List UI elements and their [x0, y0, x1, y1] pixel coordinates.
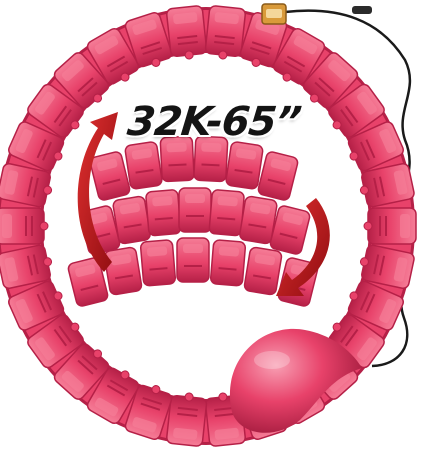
size-range-label: 32K-65” [125, 99, 303, 145]
row-segment [257, 151, 299, 201]
row-segment [89, 151, 131, 201]
hoop-segment [27, 314, 84, 369]
rotate-arrow-right-icon [276, 198, 330, 296]
hoop-segment [359, 244, 415, 290]
rotate-arrow-left-icon [77, 112, 118, 272]
hoop-segment [239, 12, 288, 68]
row-segment [145, 189, 182, 237]
row-segment [225, 141, 264, 190]
row-segment [176, 237, 210, 283]
hoop-segment [359, 162, 415, 208]
row-segment [124, 141, 163, 190]
hoop-segment [86, 367, 140, 425]
row-segment [243, 246, 283, 296]
stacked-segment-rows [67, 135, 319, 307]
row-segment [269, 205, 311, 255]
hoop-segment [166, 5, 208, 60]
row-segment [139, 239, 177, 287]
hoop-segment [204, 392, 246, 447]
hoop-segment [0, 162, 53, 208]
row-segment [178, 187, 212, 233]
row-segment [239, 195, 278, 245]
hoop-segment [53, 343, 110, 400]
hoop-segment [86, 27, 140, 85]
hoop-ring [0, 5, 417, 447]
row-segment [67, 257, 109, 307]
hoop-segment [328, 83, 385, 138]
ball-highlight [254, 351, 290, 369]
hoop-segment [302, 52, 359, 109]
hoop-segment [363, 207, 417, 245]
hoop-segment [124, 384, 173, 440]
hoop-segment [166, 392, 208, 447]
weighted-ball [229, 328, 362, 433]
row-segment [112, 195, 151, 245]
row-segment [159, 135, 195, 183]
counter-knob-window [266, 9, 282, 18]
segment-row [89, 135, 299, 201]
hoop-segment [347, 280, 404, 331]
hoop-segment [204, 5, 246, 60]
hoop-segment [8, 280, 65, 331]
row-segment [193, 135, 229, 183]
hoop-segment [124, 12, 173, 68]
hoop-segment [53, 52, 110, 109]
hoop-segment [0, 207, 49, 245]
row-segment [209, 239, 247, 287]
hoop-segment [8, 121, 65, 172]
hoop-segment [272, 27, 326, 85]
hoop-segment [27, 83, 84, 138]
row-segment [103, 246, 143, 296]
row-segment [208, 189, 245, 237]
cord-clip [352, 6, 372, 14]
hoop-segment [0, 244, 53, 290]
hoop-segment [347, 121, 404, 172]
